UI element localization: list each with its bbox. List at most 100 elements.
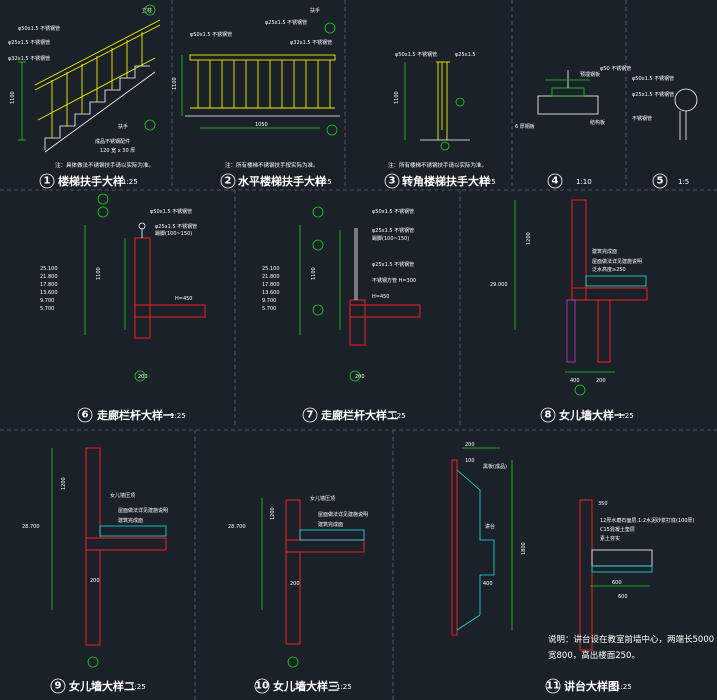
detail-number-circle [545, 678, 561, 694]
label-10-c: 建筑完成面 [318, 521, 343, 528]
detail-number: 7 [307, 410, 314, 421]
level-2: 21.800 [262, 274, 280, 280]
detail-scale: 1:25 [390, 412, 406, 420]
top-rail [189, 54, 336, 61]
detail-scale: 1:5 [678, 178, 689, 186]
dim-width-b: 200 [596, 378, 606, 384]
label-6-a: φ50x1.5 不锈钢管 [150, 208, 192, 215]
detail-10-parapet-3: 1200 200 28.700 女儿墙压顶 屋面做法详见建施说明 建筑完成面 1… [228, 495, 368, 694]
callout-marker [144, 119, 156, 131]
roof-slab [85, 537, 167, 551]
level-1: 28.700 [228, 524, 246, 530]
label-11-a: 黑板(成品) [483, 463, 507, 470]
detail-2-horizontal-handrail: 1100 1050 φ50x1.5 不锈钢管 φ25x1.5 不锈钢管 φ32x… [172, 7, 340, 189]
dim-width-a: 400 [570, 378, 580, 384]
detail-scale: 1:25 [130, 683, 146, 691]
level-6: 5.700 [262, 306, 276, 312]
detail-3-corner-handrail: 1100 φ50x1.5 不锈钢管 φ25x1.5 注：所有楼梯不锈钢扶手请以实… [384, 51, 496, 189]
level-5: 9.700 [40, 298, 54, 304]
detail-number-circle [220, 173, 236, 189]
stair-steps [44, 65, 156, 153]
callout-marker [97, 193, 109, 205]
insulation-layer [566, 299, 576, 363]
wall-section [451, 459, 458, 636]
detail-number: 10 [255, 681, 269, 692]
label-7-c: 踢脚(100~150) [372, 235, 409, 242]
lower-wall [597, 299, 611, 363]
callout-marker [312, 239, 324, 251]
balusters [197, 60, 331, 108]
label-11-e: 素土夯实 [600, 535, 620, 542]
label-2-c: φ32x1.5 不锈钢管 [290, 39, 332, 46]
detail-number: 2 [225, 176, 232, 187]
callout-marker [326, 124, 338, 136]
dim-d: 400 [483, 581, 493, 587]
callout-marker [440, 141, 450, 151]
detail-3-note: 注：所有楼梯不锈钢扶手请以实际为准。 [388, 161, 487, 169]
detail-title: 女儿墙大样一 [559, 408, 625, 422]
level-2: 21.800 [40, 274, 58, 280]
detail-number: 5 [657, 176, 664, 187]
callout-marker [144, 4, 156, 16]
dim-b: 100 [465, 458, 475, 464]
dim-width: 1050 [255, 122, 268, 128]
dim-a: 200 [465, 442, 475, 448]
dim-height: 1200 [526, 232, 532, 245]
detail-6-corridor-railing-1: 1100 200 25.100 21.800 17.800 13.600 9.7… [40, 193, 206, 423]
label-1-g: 120 宽 x 30 厚 [100, 147, 135, 154]
dim-e: 600 [612, 580, 622, 586]
detail-1-note: 注：具体做法不锈钢扶手请以实际为准。 [55, 161, 154, 169]
label-1-e: 扶手 [118, 123, 128, 130]
dim-g: 350 [598, 501, 608, 507]
label-1-a: φ50x1.5 不锈钢管 [18, 25, 60, 32]
detail-11-podium: 200 100 1800 400 黑板(成品) 讲台 600 600 350 1… [451, 442, 714, 694]
detail-title: 楼梯扶手大样 [58, 174, 124, 188]
detail-number: 6 [82, 410, 89, 421]
label-5-b: φ25x1.5 不锈钢管 [632, 91, 674, 98]
dim-height: 1200 [270, 507, 276, 520]
dim-height: 1100 [394, 91, 400, 104]
label-11-d: C15混凝土垫层 [600, 526, 635, 533]
wall-section [134, 237, 151, 339]
wall-section [349, 299, 366, 346]
detail-4-embed-plate: 预埋钢板 φ50 不锈钢管 6 厚钢板 结构板 4 1:10 [515, 65, 631, 189]
level-4: 13.600 [262, 290, 280, 296]
detail-title: 转角楼梯扶手大样 [402, 174, 490, 188]
roof-finish-layers [99, 525, 167, 537]
label-9-b: 屋面做法详见建施说明 [118, 507, 168, 514]
detail-scale: 1:10 [576, 178, 592, 186]
dim-c: 1800 [521, 542, 527, 555]
label-8-b: 屋面做法详见建施说明 [592, 258, 642, 265]
label-6-c: 踢脚(100~150) [155, 230, 192, 237]
label-9-a: 女儿墙压顶 [110, 492, 135, 499]
label-1-d: 立柱 [142, 7, 152, 14]
roof-finish-layers [585, 275, 647, 287]
dim-height: 1100 [96, 267, 102, 280]
level-3: 17.800 [40, 282, 58, 288]
label-9-c: 建筑完成面 [118, 517, 143, 524]
detail-number-circle [50, 678, 66, 694]
detail-2-note: 注：所有楼梯不锈钢扶手按实际为准。 [225, 161, 319, 169]
axis-marker [87, 656, 99, 668]
podium-note-line-1: 说明：讲台设在教室前墙中心，两端长5000 [548, 634, 714, 645]
detail-7-corridor-railing-2: 1100 200 25.100 21.800 17.800 13.600 9.7… [262, 206, 421, 423]
label-10-a: 女儿墙压顶 [310, 495, 335, 502]
label-6-d: H=450 [175, 296, 193, 302]
detail-number: 4 [552, 176, 559, 187]
dimension-lines [18, 61, 26, 141]
level-1: 29.000 [490, 282, 508, 288]
callout-marker [312, 304, 324, 316]
detail-scale: 1:25 [618, 412, 634, 420]
detail-scale: 1:25 [480, 178, 496, 186]
detail-scale: 1:25 [170, 412, 186, 420]
detail-title: 走廊栏杆大样一 [96, 408, 174, 422]
label-2-a: φ50x1.5 不锈钢管 [190, 31, 232, 38]
detail-number-circle [77, 407, 93, 423]
level-5: 9.700 [262, 298, 276, 304]
lower-wall [85, 549, 101, 646]
level-1: 28.700 [22, 524, 40, 530]
detail-number-circle [39, 173, 55, 189]
dim-height: 1200 [61, 477, 67, 490]
label-7-e: 不锈钢方管 H=300 [372, 277, 416, 284]
